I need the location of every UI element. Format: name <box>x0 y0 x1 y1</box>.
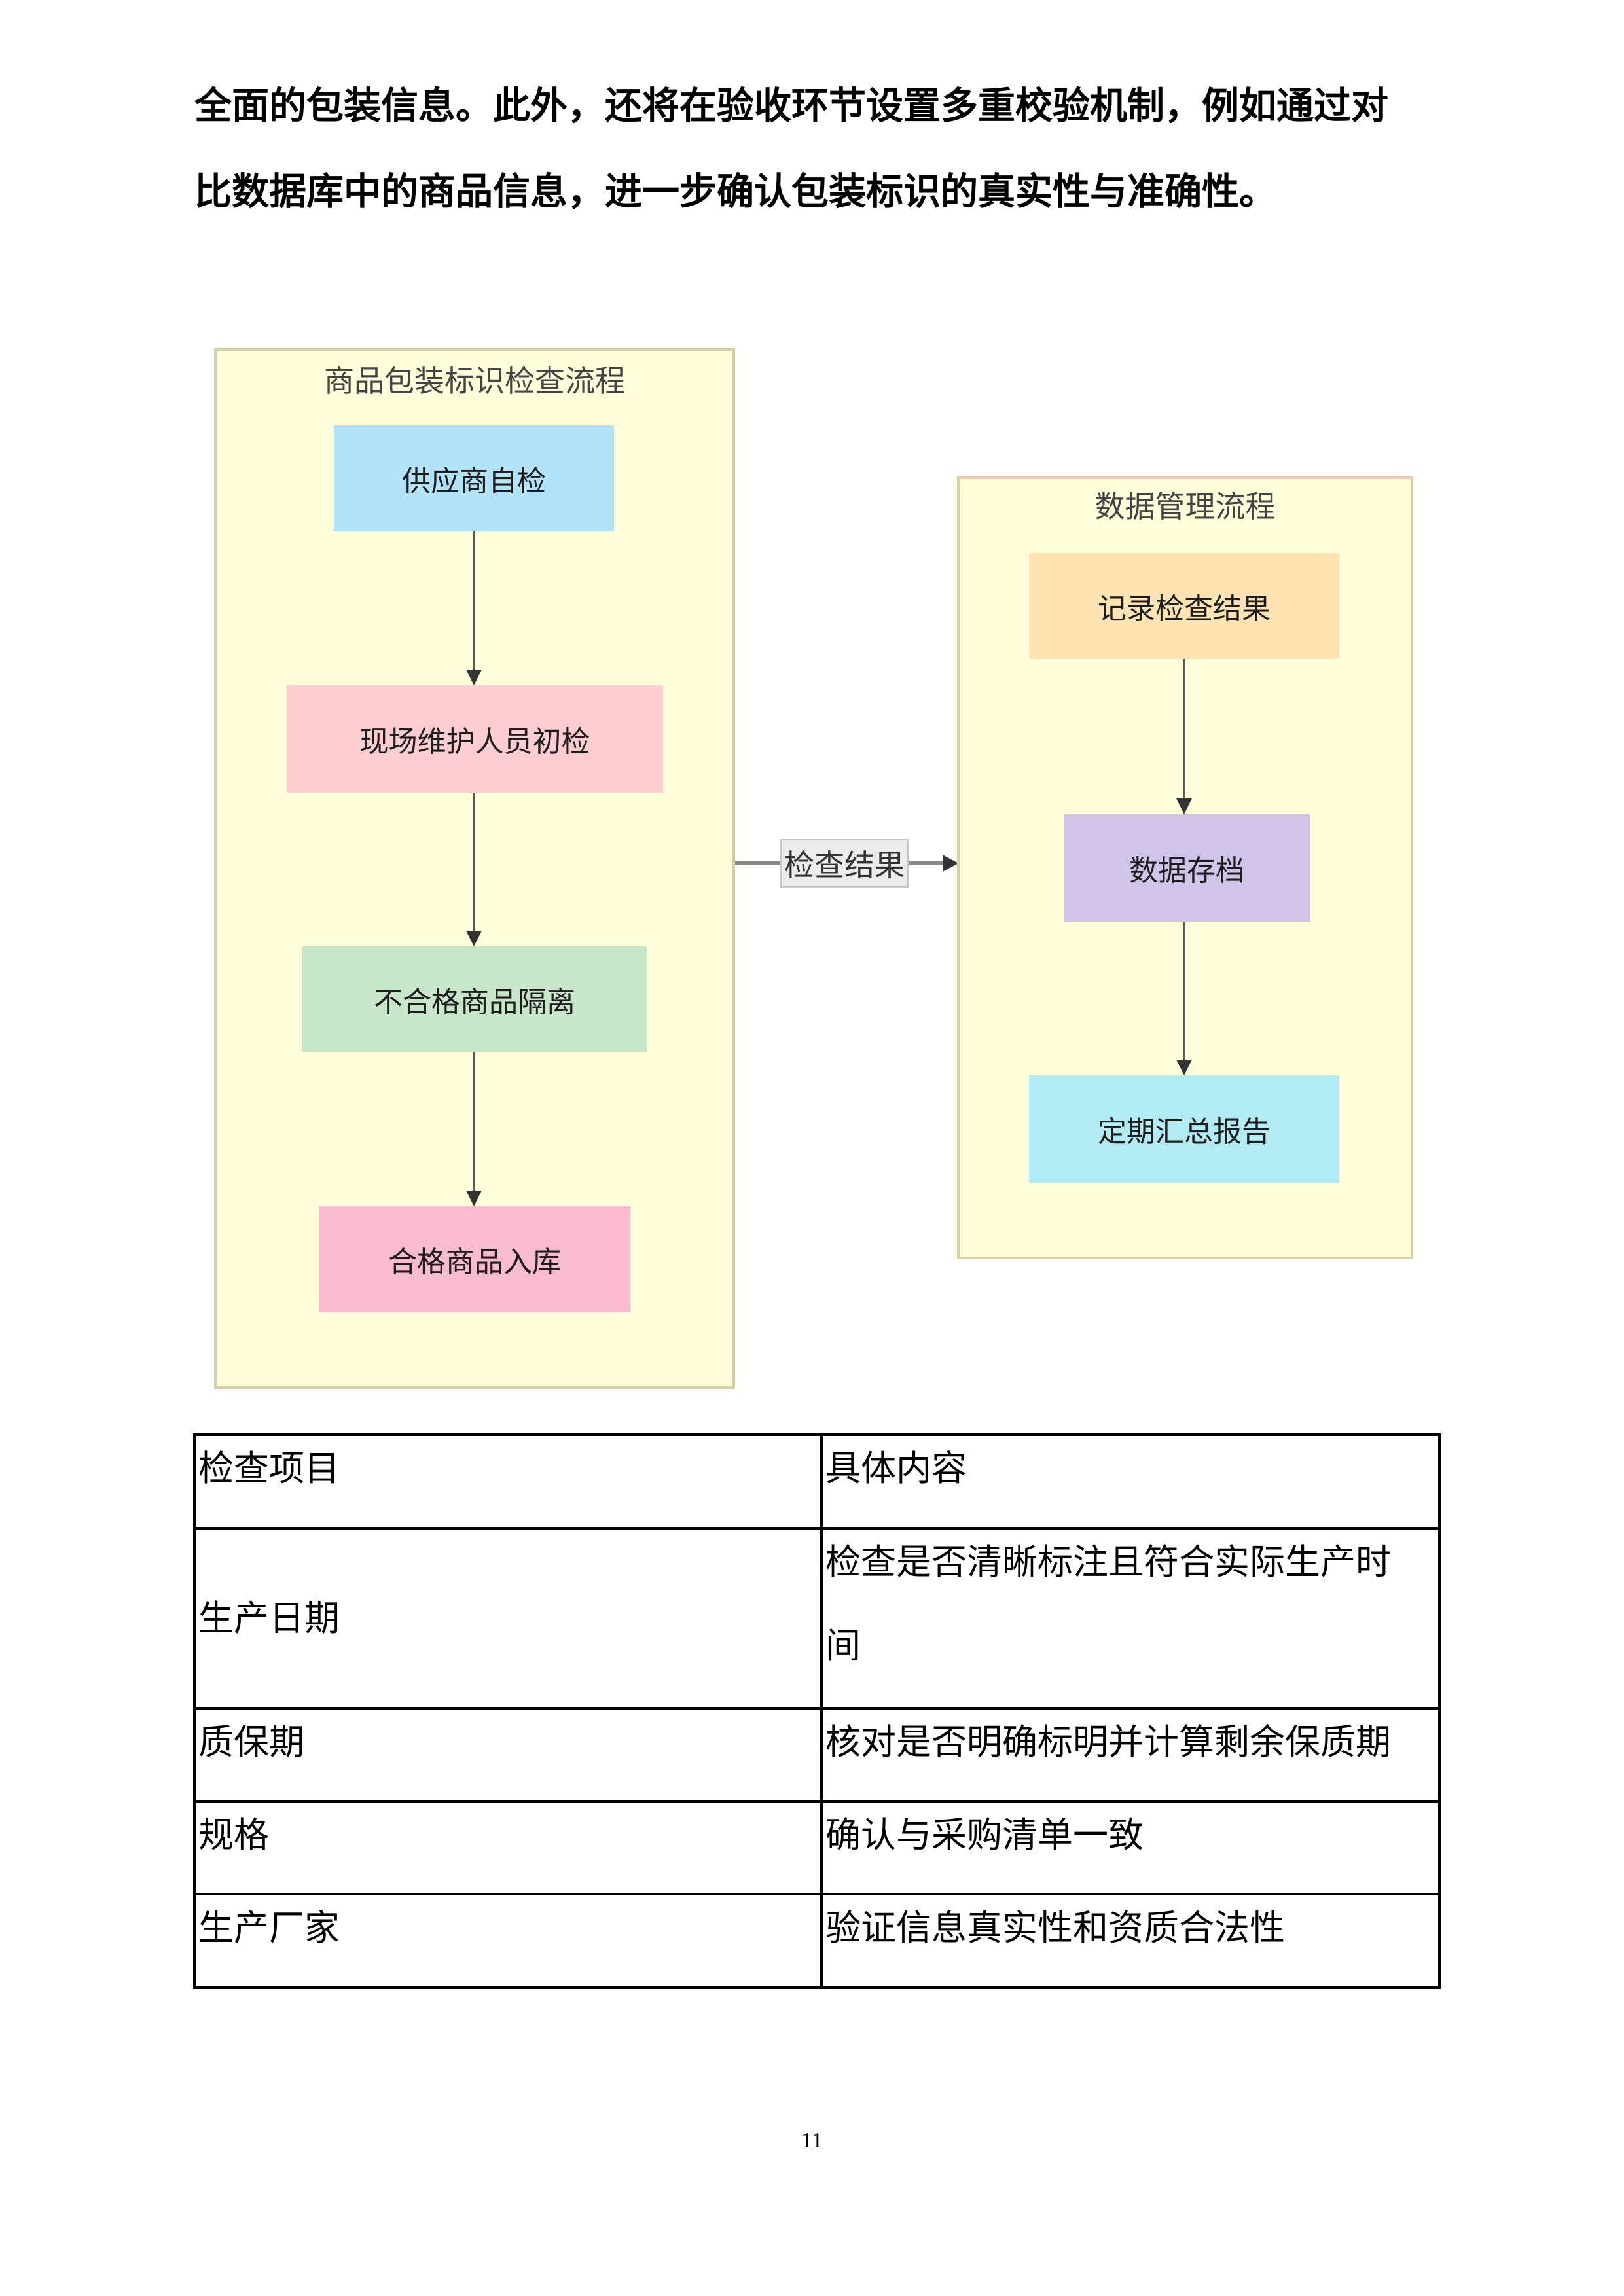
arrow-right-icon <box>943 855 958 872</box>
table-header-cell: 检查项目 <box>193 1433 823 1530</box>
table-cell-item: 生产日期 <box>193 1527 823 1710</box>
arrow-down-icon <box>1176 1060 1192 1075</box>
node-label: 供应商自检 <box>402 465 546 498</box>
page-number: 11 <box>801 2128 823 2153</box>
node-periodic-report: 定期汇总报告 <box>1029 1075 1339 1183</box>
node-label: 数据存档 <box>1129 854 1244 888</box>
flow-arrow-line <box>1183 659 1185 799</box>
table-cell-content: 验证信息真实性和资质合法性 <box>820 1893 1441 1989</box>
table-row: 生产厂家 验证信息真实性和资质合法性 <box>193 1893 1441 1989</box>
arrow-down-icon <box>1176 798 1192 814</box>
flow-arrow-line <box>473 793 475 931</box>
table-row: 生产日期 检查是否清晰标注且符合实际生产时 间 <box>193 1527 1441 1710</box>
node-label: 现场维护人员初检 <box>359 725 590 759</box>
table-cell-item: 质保期 <box>193 1707 823 1803</box>
arrow-down-icon <box>466 670 482 685</box>
content-line: 检查是否清晰标注且符合实际生产时 <box>825 1541 1391 1583</box>
node-supplier-self-check: 供应商自检 <box>334 425 614 531</box>
content-line: 间 <box>825 1625 861 1666</box>
node-conforming-warehousing: 合格商品入库 <box>319 1206 630 1312</box>
node-isolate-nonconforming: 不合格商品隔离 <box>302 946 647 1052</box>
flow-arrow-line <box>473 531 475 670</box>
table-row: 规格 确认与采购清单一致 <box>193 1800 1441 1895</box>
node-onsite-initial-check: 现场维护人员初检 <box>287 685 663 793</box>
node-label: 不合格商品隔离 <box>374 986 575 1019</box>
table-cell-content: 检查是否清晰标注且符合实际生产时 间 <box>820 1527 1441 1710</box>
node-label: 合格商品入库 <box>388 1246 561 1279</box>
node-record-results: 记录检查结果 <box>1029 553 1339 659</box>
paragraph-line-2: 比数据库中的商品信息，进一步确认包装标识的真实性与准确性。 <box>194 170 1276 213</box>
flow-arrow-line <box>473 1052 475 1191</box>
lane-title: 数据管理流程 <box>1094 489 1276 524</box>
node-label: 记录检查结果 <box>1098 592 1271 626</box>
arrow-down-icon <box>466 1191 482 1206</box>
table-cell-item: 生产厂家 <box>193 1893 823 1989</box>
flow-arrow-line <box>1183 922 1185 1060</box>
connector-label-text: 检查结果 <box>784 848 905 883</box>
inspection-table: 检查项目 具体内容 生产日期 检查是否清晰标注且符合实际生产时 间 质保期 核对… <box>193 1433 1441 1989</box>
table-row: 质保期 核对是否明确标明并计算剩余保质期 <box>193 1707 1441 1803</box>
table-header-cell: 具体内容 <box>820 1433 1441 1530</box>
paragraph-line-1: 全面的包装信息。此外，还将在验收环节设置多重校验机制，例如通过对 <box>194 84 1388 128</box>
table-cell-content: 核对是否明确标明并计算剩余保质期 <box>820 1707 1441 1803</box>
table-cell-item: 规格 <box>193 1800 823 1895</box>
node-label: 定期汇总报告 <box>1098 1115 1271 1149</box>
table-header-row: 检查项目 具体内容 <box>193 1433 1441 1530</box>
lane-title: 商品包装标识检查流程 <box>324 363 625 399</box>
connector-label: 检查结果 <box>780 839 909 888</box>
arrow-down-icon <box>466 931 482 946</box>
node-data-archive: 数据存档 <box>1064 814 1310 922</box>
table-cell-content: 确认与采购清单一致 <box>820 1800 1441 1895</box>
